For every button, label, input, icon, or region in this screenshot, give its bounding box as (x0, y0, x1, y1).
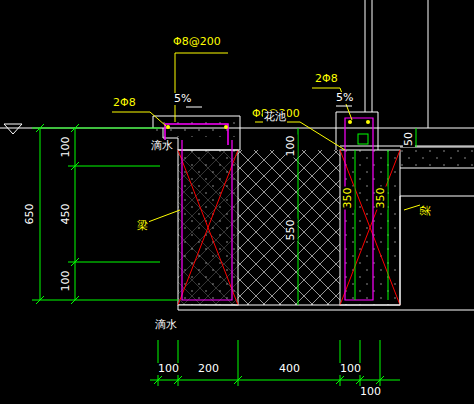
dimension-text: 100 (157, 363, 180, 375)
dimension-text: 400 (278, 363, 301, 375)
note-label: 花池 (263, 111, 287, 123)
dimension-text: 5% (335, 92, 354, 104)
dimension-text: 100 (285, 135, 297, 158)
dimension-text: 50 (403, 131, 415, 147)
dimension-text: 100 (359, 386, 382, 398)
note-label: Φ8@200 (172, 36, 222, 48)
dimension-text: 550 (285, 219, 297, 242)
note-label: 滴水 (154, 319, 178, 331)
dimension-text: 350 (342, 187, 354, 210)
note-label: 2Φ8 (112, 97, 137, 109)
dimension-text: 200 (197, 363, 220, 375)
dimension-text: 450 (60, 203, 72, 226)
dimension-text: 650 (24, 203, 36, 226)
dimension-text: 100 (339, 363, 362, 375)
dimension-text: 5% (173, 93, 192, 105)
note-label: 滴水 (150, 140, 174, 152)
dimension-text: 350 (375, 187, 387, 210)
note-label: 梁 (136, 220, 149, 232)
dimension-text: 100 (60, 136, 72, 159)
dimension-text: 100 (60, 270, 72, 293)
note-label: 梁 (420, 204, 432, 217)
note-label: 2Φ8 (314, 73, 339, 85)
